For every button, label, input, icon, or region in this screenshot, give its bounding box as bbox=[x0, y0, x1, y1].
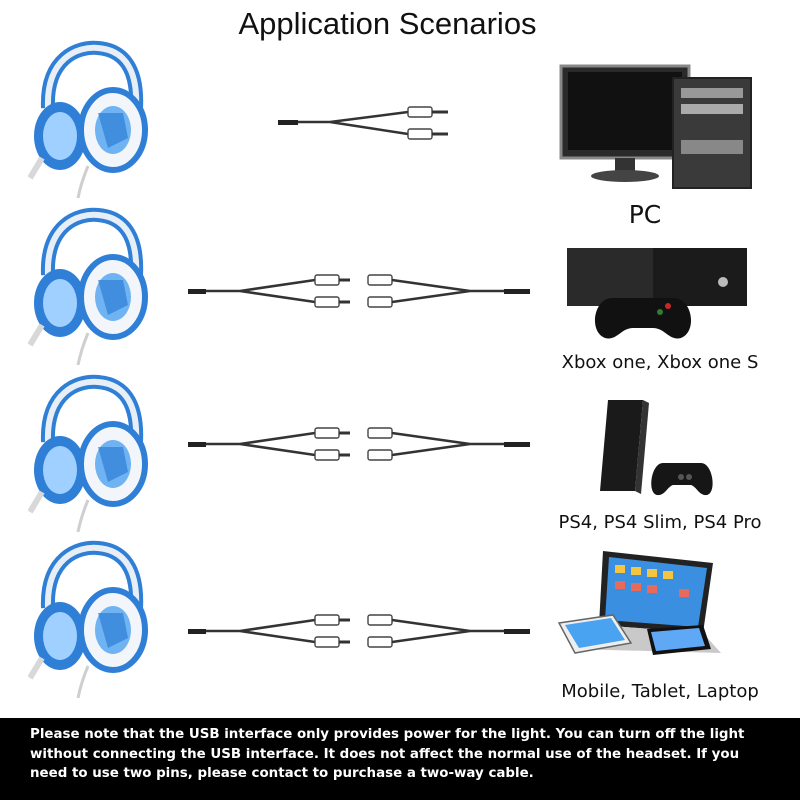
device-label: PS4, PS4 Slim, PS4 Pro bbox=[558, 512, 762, 533]
extension-cable-image bbox=[188, 614, 530, 648]
headset-image bbox=[28, 372, 150, 532]
pc-image bbox=[559, 64, 752, 189]
extension-cable-image bbox=[188, 274, 530, 308]
splitter-cable-image bbox=[278, 106, 448, 140]
mobile-tablet-laptop-image bbox=[557, 551, 721, 655]
headset-image bbox=[28, 538, 150, 698]
device-label: Xbox one, Xbox one S bbox=[561, 352, 759, 373]
device-label: Mobile, Tablet, Laptop bbox=[561, 681, 759, 702]
headset-image bbox=[28, 38, 150, 198]
device-label: PC bbox=[628, 200, 662, 229]
page-title: Application Scenarios bbox=[238, 6, 537, 41]
ps4-image bbox=[600, 400, 713, 496]
headset-image bbox=[28, 205, 150, 365]
xbox-one-image bbox=[567, 248, 747, 339]
extension-cable-image bbox=[188, 427, 530, 461]
usb-note-text: Please note that the USB interface only … bbox=[0, 718, 800, 800]
